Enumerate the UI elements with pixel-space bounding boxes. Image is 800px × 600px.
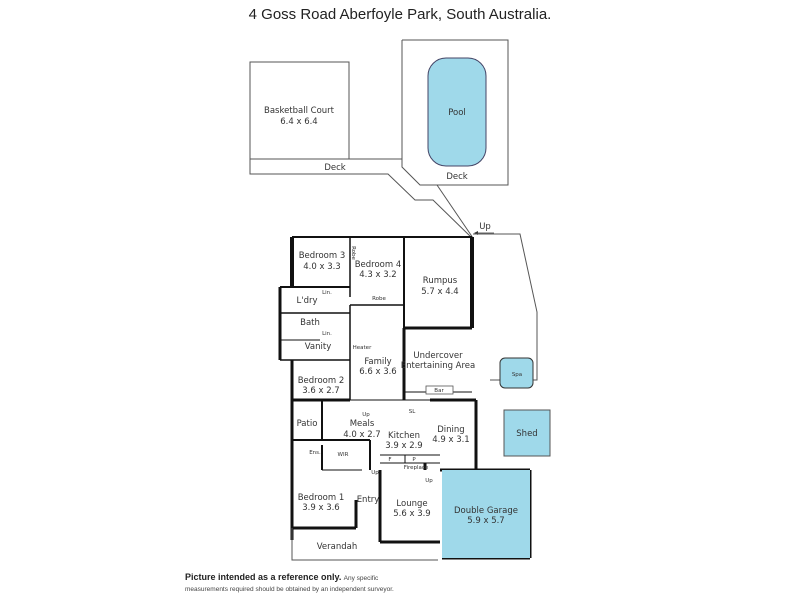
garage-label: Double Garage: [454, 506, 518, 516]
bedroom4-label: Bedroom 4: [355, 260, 402, 270]
linen-label-2: Lin.: [322, 331, 332, 337]
meals-size: 4.0 x 2.7: [343, 430, 380, 440]
basketball-court: Basketball Court 6.4 x 6.4: [249, 61, 350, 160]
kitchen-size: 3.9 x 2.9: [385, 441, 422, 451]
bedroom4-size: 4.3 x 3.2: [359, 270, 396, 280]
bath-label: Bath: [300, 318, 320, 328]
pantry-label: P: [412, 457, 416, 463]
shed-label: Shed: [516, 429, 537, 439]
laundry-label: L'dry: [297, 296, 318, 306]
meals-label: Meals: [350, 419, 375, 429]
rumpus-label: Rumpus: [423, 276, 458, 286]
patio-label: Patio: [297, 419, 318, 429]
up-label-1: Up: [362, 412, 370, 418]
pool-label: Pool: [448, 108, 466, 118]
entry-label: Entry: [357, 495, 380, 505]
fridge-label: F: [388, 457, 391, 463]
undercover-label-1: Undercover: [413, 351, 463, 361]
up-label-3: Up: [425, 478, 433, 484]
up-label-2: Up: [371, 470, 379, 476]
bedroom1-label: Bedroom 1: [298, 493, 345, 503]
bedroom1-size: 3.9 x 3.6: [302, 503, 339, 513]
garage-fill: [442, 470, 530, 558]
deck-2-label: Deck: [446, 172, 467, 182]
lounge-label: Lounge: [396, 499, 427, 509]
spa-label: Spa: [512, 372, 522, 378]
disclaimer-text-1: Any specific: [343, 575, 379, 582]
robe-label-2: Robe: [372, 296, 386, 302]
lounge-size: 5.6 x 3.9: [393, 509, 430, 519]
verandah-label: Verandah: [317, 542, 357, 552]
pool-area: Pool Deck: [401, 39, 509, 239]
bedroom2-size: 3.6 x 2.7: [302, 386, 339, 396]
disclaimer-text-2: measurements required should be obtained…: [185, 586, 394, 593]
deck-1-label: Deck: [324, 163, 345, 173]
heater-label: Heater: [353, 345, 372, 351]
disclaimer: Picture intended as a reference only. An…: [185, 572, 505, 595]
vanity-label: Vanity: [305, 342, 331, 352]
wir-label: WIR: [338, 452, 349, 458]
basketball-court-size: 6.4 x 6.4: [280, 117, 317, 127]
dining-label: Dining: [437, 425, 464, 435]
bedroom2-label: Bedroom 2: [298, 376, 345, 386]
deck-1: Deck: [249, 158, 473, 239]
sink-label: SL: [409, 409, 416, 415]
undercover-label-2: Entertaining Area: [401, 361, 476, 371]
family-size: 6.6 x 3.6: [359, 367, 396, 377]
bedroom3-size: 4.0 x 3.3: [303, 262, 340, 272]
fireplace-label: Fireplace: [404, 465, 429, 471]
ensuite-label: Ens.: [309, 450, 321, 456]
robe-label-1: Robe: [350, 246, 356, 260]
family-label: Family: [364, 357, 391, 367]
rumpus-size: 5.7 x 4.4: [421, 287, 458, 297]
dining-size: 4.9 x 3.1: [432, 435, 469, 445]
up-marker: Up: [474, 222, 494, 235]
page-title: 4 Goss Road Aberfoyle Park, South Austra…: [248, 6, 552, 23]
disclaimer-bold: Picture intended as a reference only.: [185, 572, 342, 582]
bar-label: Bar: [434, 388, 444, 394]
linen-label-1: Lin.: [322, 290, 332, 296]
shed: [503, 409, 551, 457]
spa: [499, 357, 534, 389]
garage-size: 5.9 x 5.7: [467, 516, 504, 526]
svg-text:Up: Up: [479, 222, 491, 232]
basketball-court-label: Basketball Court: [264, 106, 335, 116]
kitchen-label: Kitchen: [388, 431, 420, 441]
bedroom3-label: Bedroom 3: [299, 251, 346, 261]
